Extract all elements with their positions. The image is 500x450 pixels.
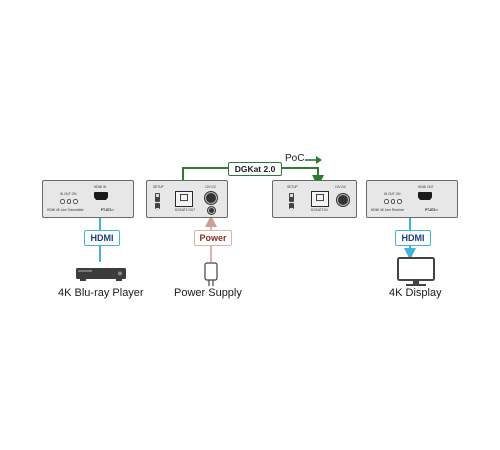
transmitter-power-label: 12V DC xyxy=(205,185,217,189)
receiver-power-label: 12V DC xyxy=(335,185,347,189)
hdmi-tag-source: HDMI xyxy=(84,230,120,246)
transmitter-model: HDMI 4K Line Transmitter xyxy=(47,208,84,212)
bluray-player-icon xyxy=(76,268,126,281)
receiver-model: HDMI 4K Line Receiver xyxy=(371,208,405,212)
hdmi-tag-display: HDMI xyxy=(395,230,431,246)
receiver-setup-switch-1[interactable] xyxy=(289,193,294,202)
power-tag: Power xyxy=(194,230,232,246)
dc-power-jack xyxy=(205,192,217,204)
led-on xyxy=(73,199,78,204)
dgkat-tag: DGKat 2.0 xyxy=(228,162,282,176)
led-out xyxy=(66,199,72,204)
power-indicator xyxy=(208,207,215,214)
receiver-io-panel: SETUP DGKAT2 IN 12V DC xyxy=(272,180,357,218)
led-on xyxy=(397,199,402,204)
transmitter-dgkat-label: DGKAT2 OUT xyxy=(175,208,196,212)
receiver-leds xyxy=(384,199,402,204)
display-icon xyxy=(397,257,435,286)
receiver-dgkat-label: DGKAT2 IN xyxy=(311,208,328,212)
led-in xyxy=(384,199,389,204)
led-out xyxy=(390,199,396,204)
transmitter-led-label: IN OUT ON xyxy=(60,192,77,196)
receiver-panel: IN OUT ON HDMI OUT HDMI 4K Line Receiver… xyxy=(366,180,458,218)
dgkat-in-port xyxy=(311,191,329,207)
receiver-led-label: IN OUT ON xyxy=(384,192,401,196)
dgkat-out-port xyxy=(175,191,193,207)
display-label: 4K Display xyxy=(389,287,442,299)
poc-label: PoC xyxy=(285,153,305,164)
receiver-setup-label: SETUP xyxy=(287,185,298,189)
transmitter-leds xyxy=(60,199,78,204)
setup-switch-2[interactable] xyxy=(155,203,160,211)
transmitter-brand: PT-871xr xyxy=(101,208,115,212)
transmitter-port-label: HDMI IN xyxy=(94,185,107,189)
power-plug-icon xyxy=(204,262,218,286)
transmitter-panel: IN OUT ON HDMI IN HDMI 4K Line Transmitt… xyxy=(42,180,134,218)
receiver-dc-power-jack xyxy=(337,194,349,206)
receiver-setup-switch-2[interactable] xyxy=(289,203,294,211)
hdmi-out-port xyxy=(418,192,432,200)
hdmi-in-port xyxy=(94,192,108,200)
power-label: Power Supply xyxy=(174,287,242,299)
transmitter-setup-label: SETUP xyxy=(153,185,164,189)
transmitter-io-panel: SETUP DGKAT2 OUT 12V DC xyxy=(146,180,228,218)
receiver-brand: PT-872xr xyxy=(425,208,439,212)
source-label: 4K Blu-ray Player xyxy=(58,287,144,299)
receiver-port-label: HDMI OUT xyxy=(418,185,434,189)
setup-switch-1[interactable] xyxy=(155,193,160,202)
poc-arrowhead xyxy=(316,156,322,164)
led-in xyxy=(60,199,65,204)
